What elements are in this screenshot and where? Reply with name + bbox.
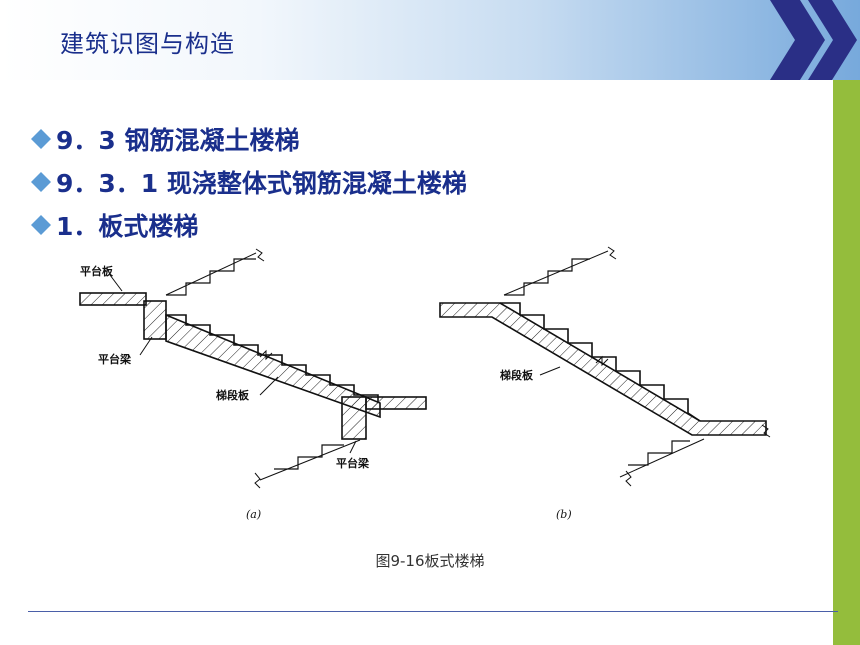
header-title: 建筑识图与构造 bbox=[60, 30, 235, 58]
label-landing-slab: 平台板 bbox=[80, 264, 114, 278]
stair-figure: 平台板 平台梁 梯段板 平台梁 (a) 梯段板 (b) bbox=[79, 246, 771, 521]
bullet-text: 9．3 钢筋混凝土楼梯 bbox=[56, 125, 300, 155]
bullet-item: 1．板式楼梯 bbox=[30, 203, 467, 246]
right-accent-band bbox=[833, 80, 860, 645]
slide-header: 建筑识图与构造 bbox=[0, 0, 860, 80]
bullet-item: 9．3．1 现浇整体式钢筋混凝土楼梯 bbox=[30, 160, 467, 203]
label-landing-beam-bottom: 平台梁 bbox=[336, 456, 370, 470]
sublabel-a: (a) bbox=[246, 508, 261, 521]
stair-drawing-a bbox=[79, 248, 427, 489]
bullet-item: 9．3 钢筋混凝土楼梯 bbox=[30, 117, 467, 160]
bullet-list: 9．3 钢筋混凝土楼梯 9．3．1 现浇整体式钢筋混凝土楼梯 1．板式楼梯 bbox=[30, 117, 467, 246]
stair-drawing-b bbox=[439, 246, 771, 487]
diamond-bullet-icon bbox=[31, 171, 51, 192]
sublabel-b: (b) bbox=[556, 508, 572, 521]
label-stair-slab-b: 梯段板 bbox=[500, 368, 534, 382]
bottom-divider bbox=[28, 611, 838, 612]
label-landing-beam-top: 平台梁 bbox=[98, 352, 132, 366]
diamond-bullet-icon bbox=[31, 128, 51, 149]
chevron-arrows-icon bbox=[770, 0, 857, 80]
bullet-text: 9．3．1 现浇整体式钢筋混凝土楼梯 bbox=[56, 168, 467, 198]
bullet-text: 1．板式楼梯 bbox=[56, 211, 199, 241]
figure-caption: 图9-16板式楼梯 bbox=[375, 552, 485, 570]
label-stair-slab-a: 梯段板 bbox=[216, 388, 250, 402]
diamond-bullet-icon bbox=[31, 214, 51, 235]
